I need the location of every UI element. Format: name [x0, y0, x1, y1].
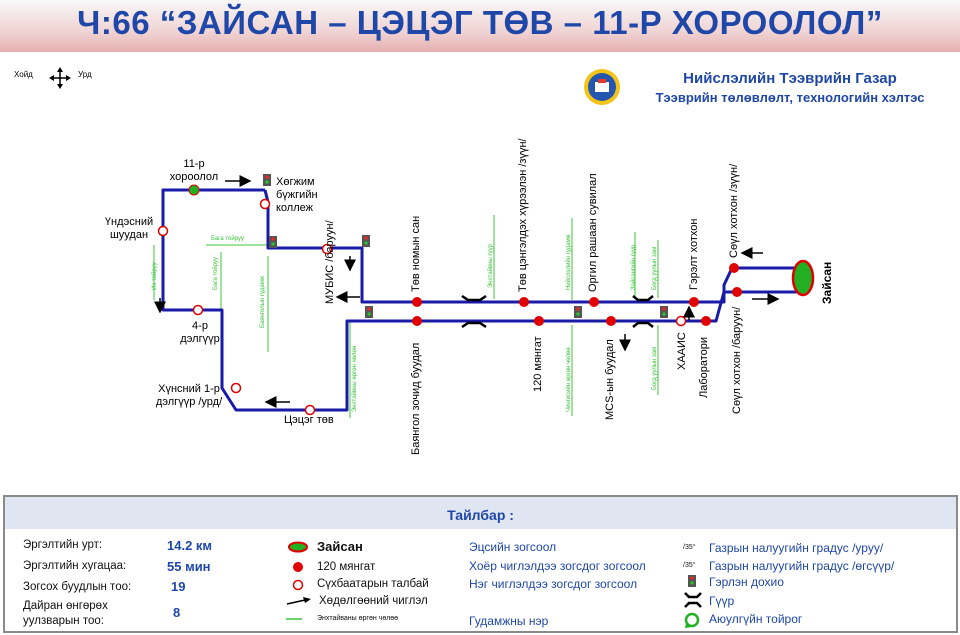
stop-label-seul-baruun: Сөүл хотхон /баруун/	[731, 306, 743, 414]
stop-label-bayangol-zochid: Баянгол зочид буудал	[410, 342, 422, 455]
compass: Хойд Урд	[14, 66, 94, 92]
route-length-label: Эргэлтийн урт:	[23, 539, 103, 551]
stop-label-line: 11-р	[183, 158, 205, 170]
legend-direction: Хөдөлгөөний чиглэл	[319, 595, 428, 607]
stop-label-line: 4-р	[192, 320, 208, 332]
street-label: Энхтайвны өргөн чөлөө	[352, 345, 358, 412]
legend-bridge: Гүүр	[709, 594, 735, 608]
stop-label-line: коллеж	[276, 202, 314, 214]
stop-label-laboratori: Лаборатори	[698, 336, 710, 398]
compass-left-label: Хойд	[14, 70, 33, 79]
street-legend-icon	[286, 618, 302, 620]
stop-label-120-mangat: 120 мянгат	[532, 336, 544, 392]
direction-arrows	[154, 175, 780, 408]
route-duration-value: 55 мин	[167, 559, 211, 574]
stop-legend-icon	[293, 562, 303, 572]
intersection-value: 8	[173, 605, 181, 620]
stop-count-label: Зогсох буудлын тоо:	[23, 581, 132, 593]
legend-heading: Тайлбар :	[5, 497, 956, 529]
stop-label-khoroolol-11: 11-р хороолол	[166, 158, 222, 184]
legend-terminal: Зайсан	[317, 539, 363, 554]
legend-one-way-stop: Нэг чиглэлдээ зогсдог зогсоол	[469, 577, 638, 591]
street-label: Бага тойруу	[213, 257, 219, 290]
traffic-light-legend-icon	[688, 575, 696, 587]
compass-right-label: Урд	[78, 70, 92, 79]
stop-label-tuv-nomiin-san: Төв номын сан	[410, 215, 422, 292]
street-label: Нийслэлийн гудамж	[566, 234, 572, 290]
stop-label-line: шуудан	[109, 229, 149, 241]
open-stop-legend-icon	[292, 579, 304, 591]
street-label: Чингисийн өргөн чөлөө	[566, 347, 572, 412]
stop-label-gerelt-khotkhon: Гэрэлт хотхон	[688, 218, 700, 290]
legend-slope-down: Газрын налуугийн градус /уруу/	[709, 541, 884, 555]
traffic-light-icons	[263, 174, 668, 318]
stop-label-haais: ХААИС	[676, 332, 688, 370]
organization-department: Тээврийн төлөвлөлт, технологийн хэлтэс	[655, 90, 925, 105]
legend-panel: Тайлбар : Эргэлтийн урт: 14.2 км Эргэлти…	[3, 495, 958, 633]
organization-logo	[584, 69, 620, 105]
legend-two-way-stop: Хоёр чиглэлдээ зогсдог зогсоол	[469, 559, 646, 573]
stop-label-mcs-buudal: MCS-ын буудал	[604, 339, 616, 420]
roundabout-legend-icon	[684, 612, 700, 628]
stop-label-khogjim: Хөгжим бүжгийн коллеж	[276, 176, 318, 215]
street-label: Энхтайвны гүүр	[488, 244, 494, 288]
organization-name: Нийслэлийн Тээврийн Газар	[683, 70, 897, 87]
stop-label-tuv-tsengeldekh: Төв цэнгэлдэх хүрээлэн /зүүн/	[517, 138, 529, 292]
stop-label-line: дэлгүүр /урд/	[155, 396, 223, 408]
legend-roundabout: Аюулгүйн тойрог	[709, 612, 803, 626]
route-map	[153, 174, 815, 418]
slope-up-symbol: /35°	[683, 562, 696, 569]
stop-label-delguur-4: 4-р дэлгүүр	[172, 320, 228, 346]
compass-icon	[49, 67, 71, 89]
route-duration-label: Эргэлтийн хугацаа:	[23, 560, 127, 572]
legend-slope-up: Газрын налуугийн градус /өгсүүр/	[709, 559, 895, 573]
one-way-stops	[157, 198, 687, 416]
stop-label-line: дэлгүүр	[180, 333, 220, 345]
stop-label-zaisan: Зайсан	[820, 261, 834, 304]
intersection-label-2: уулзварын тоо:	[23, 615, 104, 627]
terminal-stop-zaisan	[791, 259, 815, 297]
bridge-icons	[461, 294, 654, 329]
stop-count-value: 19	[171, 579, 186, 594]
terminal-stop-khoroolol-11	[188, 184, 200, 196]
route-length-value: 14.2 км	[167, 538, 213, 553]
stop-label-orgil-rashaan: Оргил рашаан сувилал	[587, 173, 599, 292]
street-label: Их тойруу	[152, 262, 158, 290]
street-label: Зайсангийн гүүр	[631, 244, 637, 290]
legend-stop-sukhbaatar: Сүхбаатарын талбай	[317, 578, 429, 590]
intersection-label-1: Дайран өнгөрөх	[23, 600, 108, 612]
title-band	[0, 0, 960, 52]
stop-label-khunsnii: Хүнсний 1-р дэлгүүр /урд/	[144, 383, 234, 409]
street-label: Богд уулын зам	[652, 346, 658, 390]
page-title: Ч:66 “ЗАЙСАН – ЦЭЦЭГ ТӨВ – 11-Р ХОРООЛОЛ…	[77, 4, 883, 41]
stop-label-line: Хөгжим	[276, 176, 315, 188]
stop-label-line: Хүнсний 1-р	[158, 383, 220, 395]
terminal-legend-icon	[288, 541, 308, 553]
stop-label-mubis: МУБИС /баруун/	[324, 220, 336, 304]
street-label: Богд уулын зам	[652, 246, 658, 290]
street-lines	[153, 215, 659, 418]
stop-label-undsen-shuudan: Үндэсний шуудан	[96, 216, 162, 242]
legend-street-sample: Энхтайваны өргөн чөлөө	[317, 615, 399, 622]
street-label: Баянголын гудамж	[260, 276, 266, 328]
arrow-legend-icon	[286, 597, 311, 605]
stop-label-line: бүжгийн	[276, 189, 318, 201]
two-way-stops	[412, 263, 742, 326]
legend-traffic-light: Гэрлэн дохио	[709, 575, 784, 589]
stop-label-line: хороолол	[169, 171, 219, 183]
legend-terminal-stop: Эцсийн зогсоол	[469, 540, 557, 554]
legend-street-name: Гудамжны нэр	[469, 614, 549, 628]
legend-stop-120: 120 мянгат	[317, 561, 376, 573]
bridge-legend-icon	[684, 592, 702, 608]
slope-down-symbol: /35°	[683, 544, 696, 551]
street-label-baga-toiruu: Бага тойруу	[211, 236, 244, 242]
stop-label-line: Үндэсний	[104, 216, 154, 228]
stop-label-tsetseg-tuv: Цэцэг төв	[284, 414, 334, 426]
stop-label-seul-zuun: Сөүл хотхон /зүүн/	[728, 163, 740, 258]
